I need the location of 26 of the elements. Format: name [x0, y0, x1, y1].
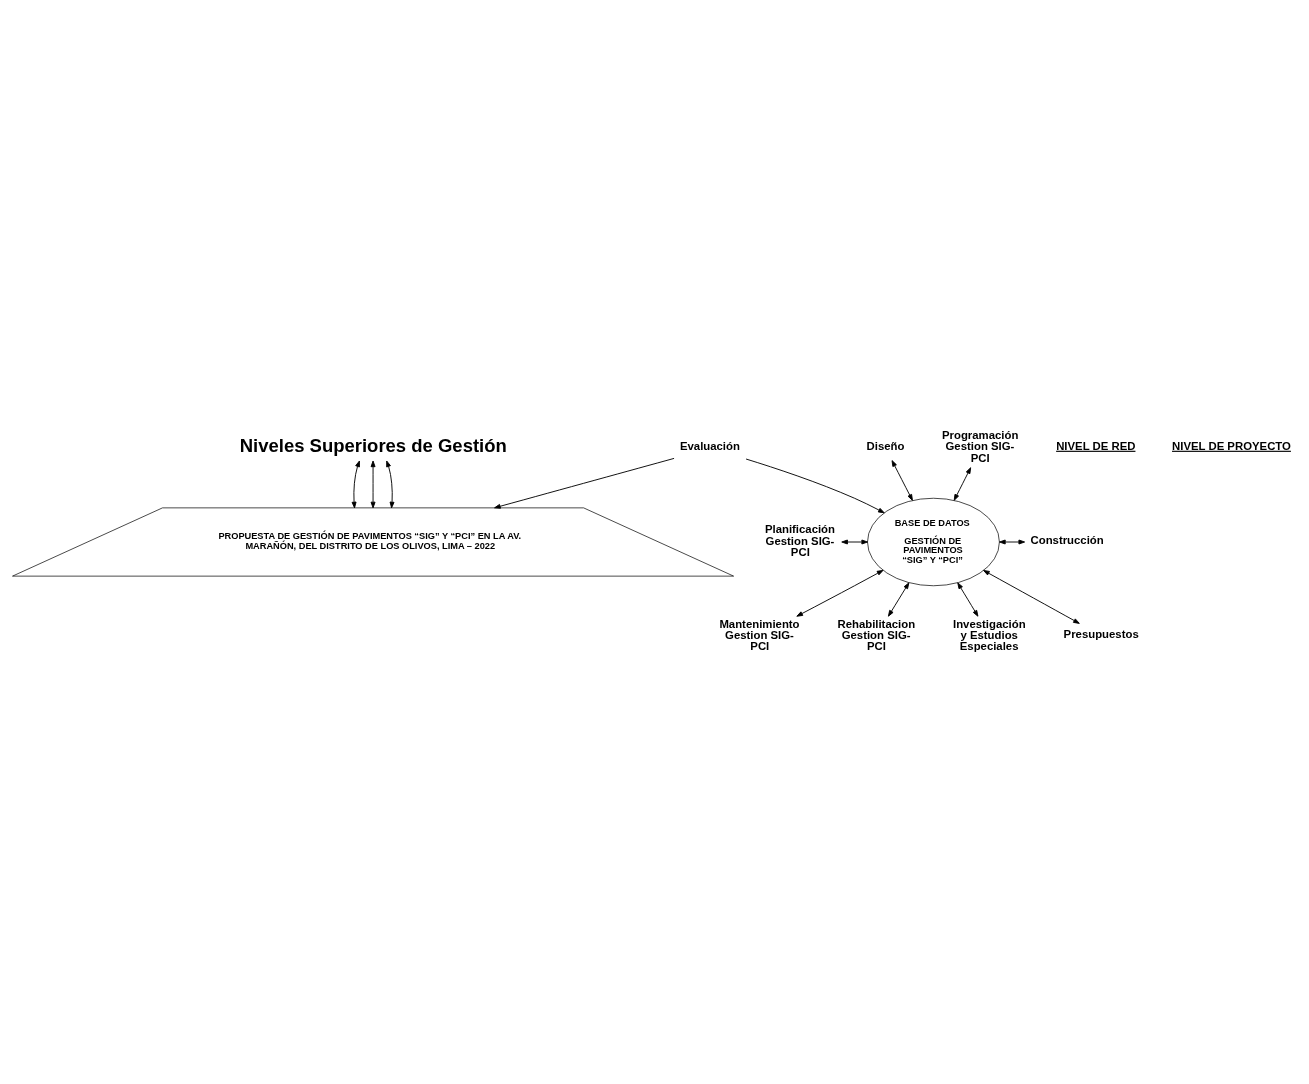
arrow — [494, 457, 675, 509]
arrow — [796, 569, 884, 617]
node-text: Mantenimiento Gestion SIG- PCI — [719, 617, 800, 653]
arrow — [983, 569, 1080, 624]
node-text: Investigación y Estudios Especiales — [953, 617, 1026, 653]
node-text: Presupuestos — [1063, 628, 1139, 641]
label: NIVEL DE PROYECTO — [1172, 439, 1291, 452]
arrow — [841, 539, 868, 545]
node-text: Construcción — [1030, 533, 1104, 546]
arrow — [891, 460, 913, 501]
node-text: Diseño — [866, 439, 905, 452]
arrow — [386, 460, 395, 509]
node-text: Evaluación — [679, 439, 740, 452]
arrow — [370, 460, 376, 509]
arrow — [351, 460, 360, 509]
arrow — [887, 582, 910, 617]
arrow — [953, 467, 972, 501]
node-text: Niveles Superiores de Gestión — [239, 434, 507, 456]
node-text: Planificación Gestion SIG- PCI — [764, 523, 835, 559]
node-text: Programación Gestion SIG- PCI — [941, 429, 1019, 464]
arrow — [957, 582, 979, 617]
node-text: Rehabilitacion Gestion SIG- PCI — [837, 617, 916, 653]
arrow — [745, 458, 885, 514]
node-ellipse: BASE DE DATOS GESTIÓN DE PAVIMENTOS “SIG” Y “PCI” — [867, 497, 1000, 587]
arrow — [999, 539, 1026, 545]
label: NIVEL DE RED — [1056, 439, 1136, 452]
